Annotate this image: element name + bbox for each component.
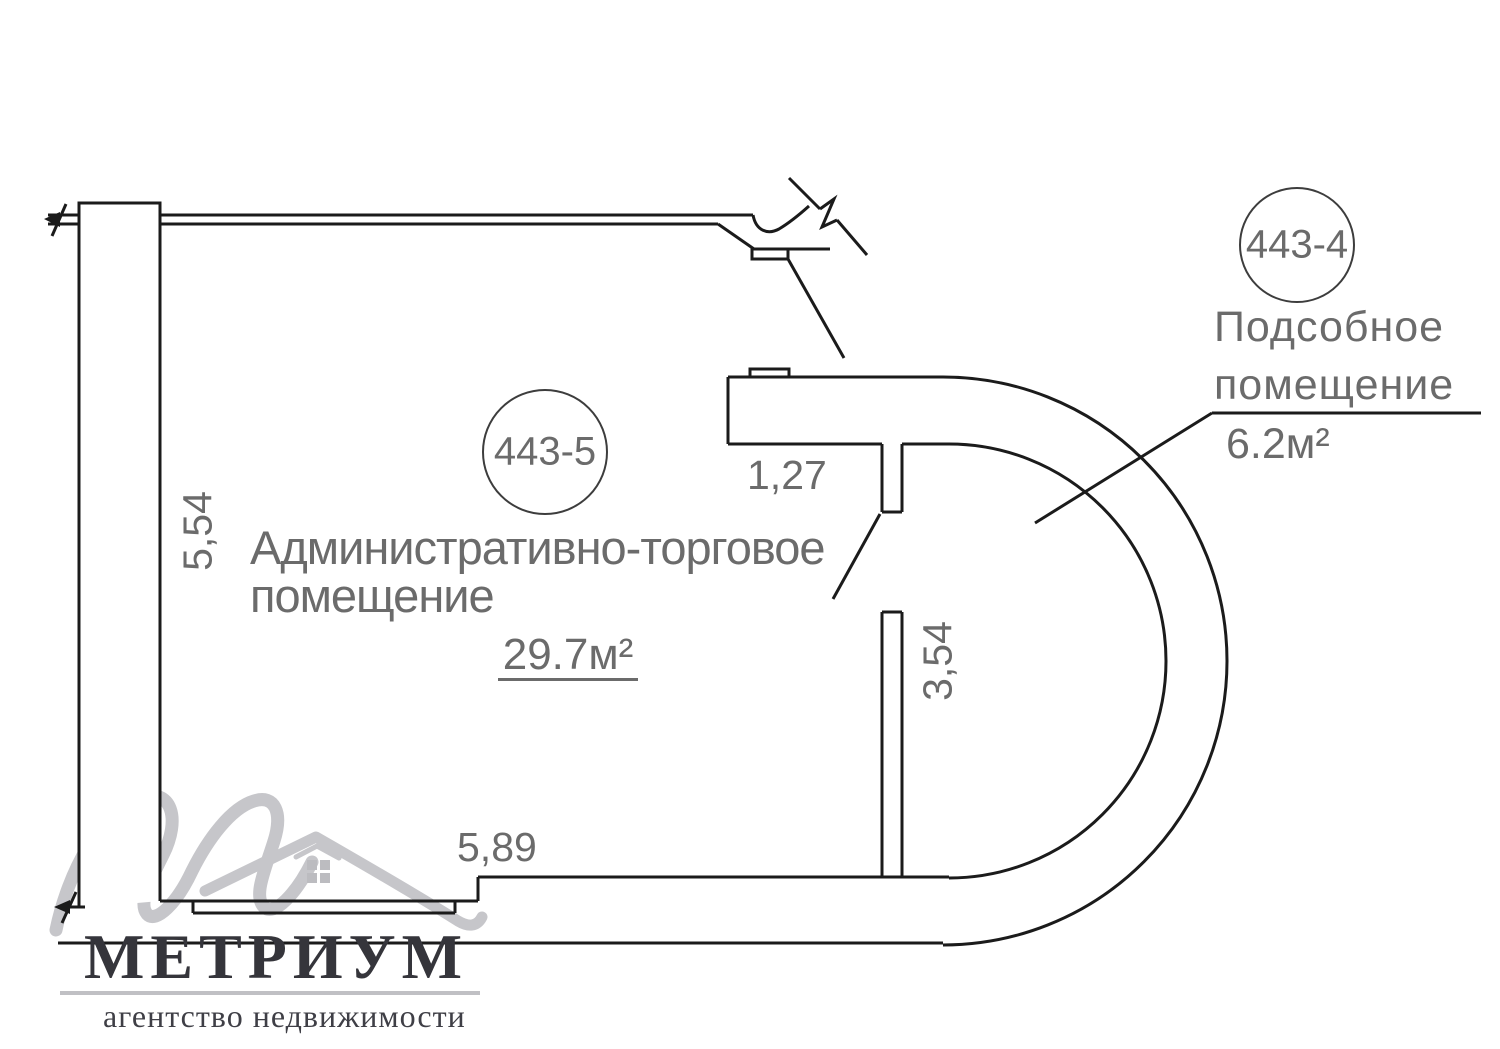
room-main-area: 29.7м² (498, 630, 638, 681)
door-leaf-top (786, 258, 846, 359)
wall-break-mark-top (787, 176, 869, 256)
top-opening-detail (717, 204, 846, 359)
logo-window-icon (307, 860, 330, 883)
door-leaf-utility (831, 513, 882, 600)
unit-circle-main (482, 389, 608, 515)
bottom-wall (58, 875, 949, 945)
unit-label-utility: 443-4 (1245, 222, 1349, 267)
section-arrow-bottom-left (54, 891, 85, 924)
dimension-left-wall: 5,54 (174, 491, 221, 571)
left-wall (77, 201, 162, 908)
logo-roof (199, 831, 488, 931)
room-utility-area: 6.2м² (1226, 420, 1330, 468)
logo-inner-gable (293, 843, 342, 861)
unit-circle-utility (1239, 187, 1355, 303)
partition-wall (880, 610, 904, 877)
logo-brand-text: МЕТРИУМ (84, 921, 469, 992)
dimension-opening-width: 1,27 (747, 452, 827, 498)
utility-top-wall (726, 367, 949, 446)
logo-divider (60, 991, 480, 995)
wall-stub (880, 444, 904, 514)
logo-tagline: агентство недвижимости (103, 998, 466, 1034)
room-main-name-line1: Административно-торговое (250, 521, 826, 574)
curved-wall-outer (942, 375, 1229, 947)
section-arrow-top-left (44, 203, 68, 237)
curved-wall-inner (948, 442, 1168, 880)
leader-line-utility (1034, 411, 1481, 525)
room-main-name-line2: помещение (250, 569, 495, 622)
dimension-bottom-wall: 5,89 (457, 824, 537, 870)
room-main-area-value: 29.7м² (498, 633, 638, 681)
room-utility-name-line2: помещение (1214, 361, 1455, 409)
room-utility-name-line1: Подсобное (1214, 303, 1445, 351)
unit-label-main: 443-5 (493, 429, 597, 474)
dimension-partition-wall: 3,54 (914, 621, 961, 701)
